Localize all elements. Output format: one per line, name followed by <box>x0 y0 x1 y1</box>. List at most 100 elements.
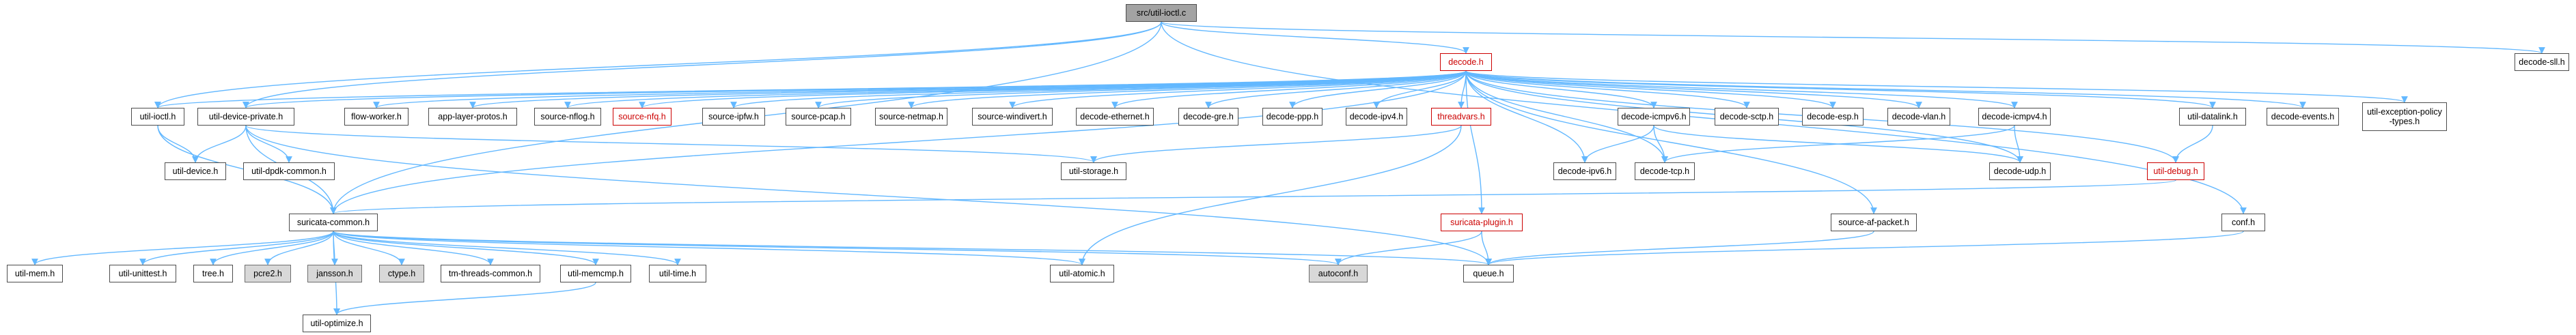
edge-suricata-common-h-to-util-mem-h <box>31 231 334 265</box>
node-decode-udp-h[interactable]: decode-udp.h <box>1989 162 2051 180</box>
node-util-exception-policy-types-line2: -types.h <box>2389 117 2420 126</box>
node-ctype-h[interactable]: ctype.h <box>379 265 424 282</box>
node-source-af-packet-h[interactable]: source-af-packet.h <box>1831 214 1917 231</box>
edge-decode-h-to-decode-ppp-h <box>1289 70 1467 108</box>
edge-decode-h-to-decode-ethernet-h <box>1111 70 1467 108</box>
node-util-optimize-h[interactable]: util-optimize.h <box>303 315 371 332</box>
node-decode-icmpv4-h[interactable]: decode-icmpv4.h <box>1978 108 2051 126</box>
node-threadvars-h[interactable]: threadvars.h <box>1431 108 1491 126</box>
edge-src-util-ioctl-c-to-conf-h <box>1161 21 2247 214</box>
node-suricata-plugin-h[interactable]: suricata-plugin.h <box>1441 214 1523 231</box>
node-queue-h[interactable]: queue.h <box>1463 265 1514 282</box>
node-util-storage-h[interactable]: util-storage.h <box>1061 162 1126 180</box>
node-decode-tcp-h[interactable]: decode-tcp.h <box>1635 162 1695 180</box>
edge-suricata-common-h-to-queue-h <box>333 231 1492 265</box>
edge-decode-h-to-source-af-packet-h <box>1465 70 1877 214</box>
node-autoconf-h[interactable]: autoconf.h <box>1309 265 1368 282</box>
edge-src-util-ioctl-c-to-util-ioctl-h <box>154 21 1162 108</box>
edge-src-util-ioctl-c-to-decode-h <box>1161 21 1469 54</box>
edge-util-ioctl-h-to-util-device-h <box>157 125 199 163</box>
edge-src-util-ioctl-c-to-decode-sll-h <box>1161 21 2545 54</box>
node-util-ioctl-h[interactable]: util-ioctl.h <box>131 108 184 126</box>
node-decode-ethernet-h[interactable]: decode-ethernet.h <box>1076 108 1154 126</box>
edge-suricata-common-h-to-util-memcmp-h <box>333 231 599 265</box>
node-source-nflog-h[interactable]: source-nflog.h <box>534 108 601 126</box>
node-util-debug-h[interactable]: util-debug.h <box>2147 162 2204 180</box>
node-decode-icmpv6-h[interactable]: decode-icmpv6.h <box>1618 108 1690 126</box>
node-util-device-private-h[interactable]: util-device-private.h <box>197 108 294 126</box>
node-source-windivert-h[interactable]: source-windivert.h <box>972 108 1053 126</box>
edge-decode-icmpv6-h-to-decode-tcp-h <box>1653 125 1668 163</box>
edge-suricata-common-h-to-tree-h <box>210 231 334 265</box>
node-util-exception-policy-types-h[interactable]: util-exception-policy -types.h <box>2362 102 2447 131</box>
node-jansson-h[interactable]: jansson.h <box>307 265 362 282</box>
edge-decode-h-to-decode-ipv6-h <box>1465 70 1588 163</box>
edge-suricata-common-h-to-util-unittest-h <box>139 231 334 265</box>
edge-threadvars-h-to-util-storage-h <box>1090 125 1462 163</box>
node-util-datalink-h[interactable]: util-datalink.h <box>2179 108 2246 126</box>
node-decode-h[interactable]: decode.h <box>1440 53 1492 71</box>
node-conf-h[interactable]: conf.h <box>2221 214 2265 231</box>
edge-util-device-private-h-to-util-storage-h <box>245 125 1097 163</box>
node-util-dpdk-common-h[interactable]: util-dpdk-common.h <box>243 162 335 180</box>
edge-src-util-ioctl-c-to-util-device-private-h <box>243 21 1162 108</box>
edge-suricata-common-h-to-util-time-h <box>333 231 681 265</box>
edge-util-memcmp-h-to-util-optimize-h <box>333 282 596 315</box>
edge-decode-h-to-decode-gre-h <box>1205 70 1467 108</box>
node-source-netmap-h[interactable]: source-netmap.h <box>875 108 947 126</box>
edge-suricata-common-h-to-util-atomic-h <box>333 231 1085 265</box>
edge-util-debug-h-to-suricata-common-h <box>331 179 2176 214</box>
node-flow-worker-h[interactable]: flow-worker.h <box>344 108 408 126</box>
edge-suricata-common-h-to-autoconf-h <box>333 231 1342 265</box>
node-app-layer-protos-h[interactable]: app-layer-protos.h <box>428 108 517 126</box>
edge-decode-h-to-util-device-private-h <box>243 70 1467 108</box>
edge-decode-h-to-util-exception-policy-types-h <box>1465 70 2408 103</box>
edge-decode-icmpv4-h-to-decode-tcp-h <box>1661 125 2015 163</box>
node-tree-h[interactable]: tree.h <box>193 265 233 282</box>
node-decode-sll-h[interactable]: decode-sll.h <box>2515 53 2569 71</box>
edge-source-af-packet-h-to-queue-h <box>1485 231 1874 265</box>
edge-suricata-common-h-to-tm-threads-common-h <box>333 231 494 265</box>
node-util-exception-policy-types-line1: util-exception-policy <box>2367 107 2442 117</box>
edge-decode-icmpv6-h-to-decode-ipv6-h <box>1581 125 1654 163</box>
node-util-unittest-h[interactable]: util-unittest.h <box>109 265 176 282</box>
edge-util-device-private-h-to-util-device-h <box>192 125 247 163</box>
edge-util-device-private-h-to-util-dpdk-common-h <box>245 125 292 163</box>
node-decode-gre-h[interactable]: decode-gre.h <box>1178 108 1238 126</box>
node-tm-threads-common-h[interactable]: tm-threads-common.h <box>441 265 540 282</box>
node-suricata-common-h[interactable]: suricata-common.h <box>289 214 378 231</box>
node-pcre2-h[interactable]: pcre2.h <box>245 265 291 282</box>
node-decode-events-h[interactable]: decode-events.h <box>2267 108 2339 126</box>
node-source-nfq-h[interactable]: source-nfq.h <box>613 108 671 126</box>
edge-decode-h-to-util-ioctl-h <box>154 70 1467 108</box>
node-util-mem-h[interactable]: util-mem.h <box>7 265 63 282</box>
node-util-atomic-h[interactable]: util-atomic.h <box>1050 265 1114 282</box>
node-decode-ipv4-h[interactable]: decode-ipv4.h <box>1346 108 1407 126</box>
edge-decode-h-to-decode-sctp-h <box>1465 70 1750 108</box>
edge-decode-h-to-suricata-common-h <box>330 70 1467 214</box>
node-util-device-h[interactable]: util-device.h <box>165 162 226 180</box>
node-source-ipfw-h[interactable]: source-ipfw.h <box>702 108 765 126</box>
edge-decode-icmpv4-h-to-decode-udp-h <box>2014 125 2023 163</box>
edge-decode-h-to-flow-worker-h <box>373 70 1467 108</box>
node-src-util-ioctl-c[interactable]: src/util-ioctl.c <box>1126 4 1197 22</box>
edge-decode-h-to-source-netmap-h <box>908 70 1467 108</box>
edge-decode-h-to-decode-esp-h <box>1465 70 1836 108</box>
node-util-time-h[interactable]: util-time.h <box>649 265 706 282</box>
node-util-memcmp-h[interactable]: util-memcmp.h <box>560 265 631 282</box>
node-decode-sctp-h[interactable]: decode-sctp.h <box>1715 108 1779 126</box>
edge-conf-h-to-queue-h <box>1485 231 2244 265</box>
node-decode-esp-h[interactable]: decode-esp.h <box>1802 108 1864 126</box>
node-source-pcap-h[interactable]: source-pcap.h <box>786 108 851 126</box>
edge-util-datalink-h-to-util-debug-h <box>2172 125 2213 163</box>
edge-suricata-common-h-to-pcre2-h <box>264 231 334 265</box>
node-decode-ipv6-h[interactable]: decode-ipv6.h <box>1553 162 1616 180</box>
edge-decode-h-to-source-windivert-h <box>1009 70 1467 108</box>
node-decode-ppp-h[interactable]: decode-ppp.h <box>1262 108 1322 126</box>
edge-decode-h-to-suricata-plugin-h <box>1465 70 1485 214</box>
edge-decode-h-to-decode-icmpv4-h <box>1465 70 2018 108</box>
edge-decode-h-to-decode-tcp-h <box>1465 70 1668 163</box>
node-decode-vlan-h[interactable]: decode-vlan.h <box>1887 108 1950 126</box>
edge-decode-h-to-decode-vlan-h <box>1465 70 1922 108</box>
